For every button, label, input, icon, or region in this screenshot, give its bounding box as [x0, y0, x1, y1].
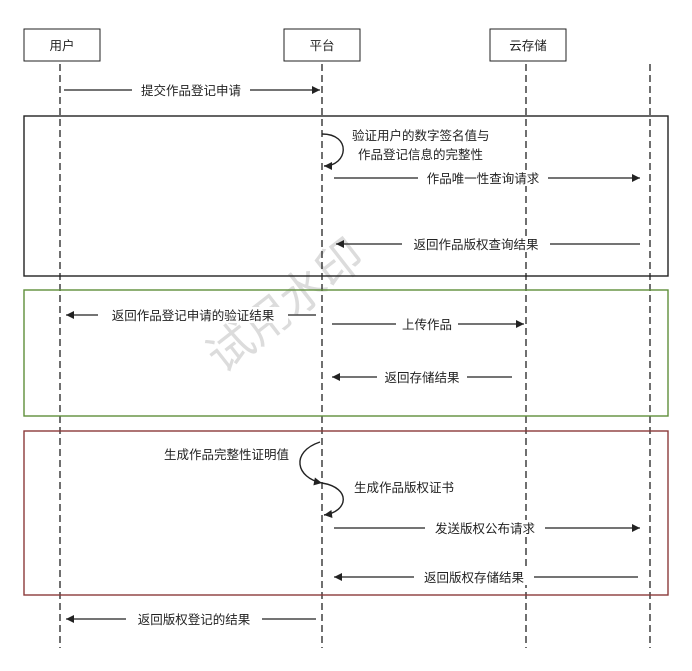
message-return-query-label: 返回作品版权查询结果	[413, 237, 539, 252]
message-gen-certificate-label: 生成作品版权证书	[354, 480, 454, 495]
message-return-store: 返回存储结果	[332, 369, 512, 385]
frame-storage	[23, 289, 669, 417]
participant-platform-label: 平台	[309, 38, 334, 53]
message-return-query: 返回作品版权查询结果	[336, 236, 640, 252]
message-gen-integrity-self: 生成作品完整性证明值	[164, 441, 323, 486]
message-verify-line2: 作品登记信息的完整性	[358, 147, 483, 162]
message-return-verify: 返回作品登记申请的验证结果	[66, 307, 316, 323]
message-uniqueness-query: 作品唯一性查询请求	[334, 170, 640, 186]
message-verify-self: 验证用户的数字签名值与 作品登记信息的完整性	[321, 128, 490, 170]
message-return-registration: 返回版权登记的结果	[66, 611, 316, 627]
message-return-store-label: 返回存储结果	[384, 370, 460, 385]
message-upload-label: 上传作品	[402, 317, 452, 332]
message-gen-integrity-label: 生成作品完整性证明值	[164, 447, 289, 462]
participant-cloud: 云存储	[489, 28, 567, 62]
participant-user-label: 用户	[49, 38, 74, 53]
message-return-copyright-store-label: 返回版权存储结果	[424, 570, 525, 585]
message-upload: 上传作品	[332, 316, 524, 332]
participant-cloud-label: 云存储	[509, 38, 547, 53]
message-publish: 发送版权公布请求	[334, 520, 640, 536]
frame-verification	[23, 115, 669, 277]
message-submit: 提交作品登记申请	[64, 82, 320, 98]
message-gen-certificate-self: 生成作品版权证书	[321, 480, 454, 518]
frame-certificate	[23, 430, 669, 596]
watermark: 试用水印	[196, 227, 374, 383]
message-submit-label: 提交作品登记申请	[141, 83, 241, 98]
message-verify-line1: 验证用户的数字签名值与	[352, 128, 490, 143]
message-uniqueness-query-label: 作品唯一性查询请求	[427, 171, 540, 186]
message-publish-label: 发送版权公布请求	[435, 521, 536, 536]
message-return-verify-label: 返回作品登记申请的验证结果	[112, 308, 275, 323]
participant-platform: 平台	[283, 28, 361, 62]
participant-user: 用户	[23, 28, 101, 62]
message-return-copyright-store: 返回版权存储结果	[334, 569, 638, 585]
message-return-registration-label: 返回版权登记的结果	[138, 612, 251, 627]
